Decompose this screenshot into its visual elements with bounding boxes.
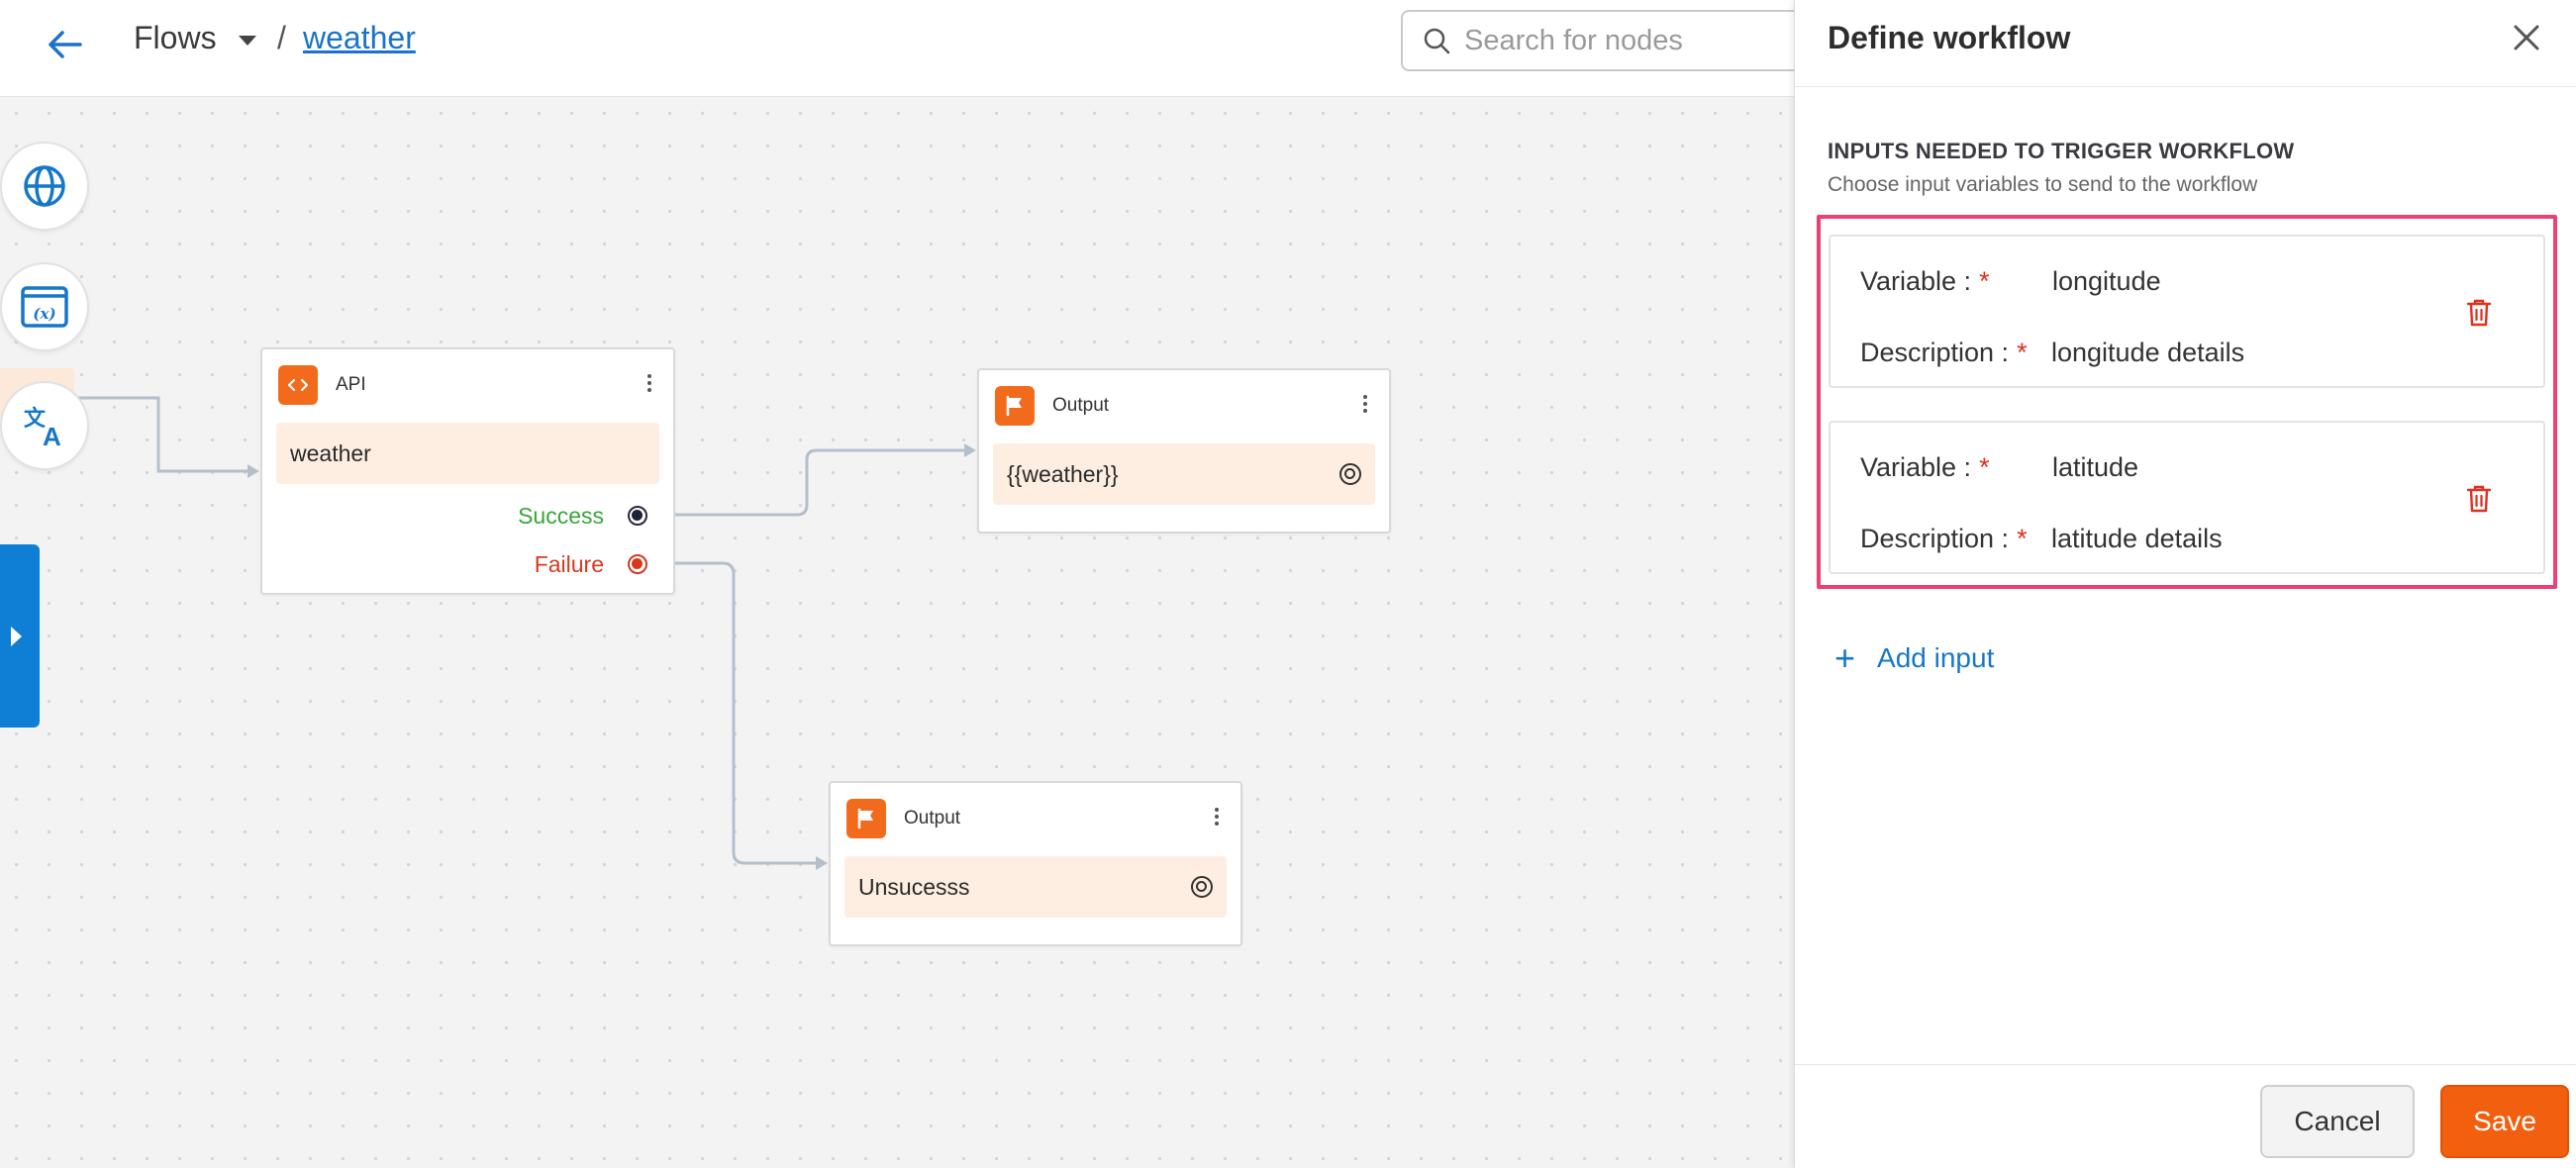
failure-port-handle[interactable] <box>628 554 647 574</box>
flag-icon <box>995 386 1035 426</box>
plus-icon: + <box>1834 637 1856 678</box>
node-body-text: Unsucesss <box>858 873 970 900</box>
flag-icon <box>846 799 886 838</box>
drawer-footer: Cancel Save <box>1795 1064 2576 1168</box>
delete-icon[interactable] <box>2466 484 2492 514</box>
node-header: API <box>278 365 366 405</box>
success-port-label: Success <box>518 503 604 529</box>
variable-tool-button[interactable]: (x) <box>0 262 89 351</box>
more-vert-icon[interactable] <box>1215 805 1219 828</box>
back-button[interactable] <box>40 20 89 69</box>
failure-port-label: Failure <box>534 551 604 577</box>
define-workflow-drawer: Define workflow INPUTS NEEDED TO TRIGGER… <box>1794 0 2576 1168</box>
close-button[interactable] <box>2507 18 2546 57</box>
description-label-text: Description : <box>1860 338 2010 367</box>
more-vert-icon[interactable] <box>647 371 651 395</box>
add-input-label: Add input <box>1877 642 1995 673</box>
arrow-left-icon <box>49 31 82 58</box>
section-title: INPUTS NEEDED TO TRIGGER WORKFLOW <box>1828 139 2295 163</box>
required-mark: * <box>2017 524 2028 553</box>
input-card: Variable :* latitude Description :* lati… <box>1829 421 2545 574</box>
cancel-button[interactable]: Cancel <box>2260 1085 2415 1158</box>
input-card: Variable :* longitude Description :* lon… <box>1829 235 2545 388</box>
top-bar: Flows / weather <box>0 0 1817 97</box>
svg-text:A: A <box>43 422 61 449</box>
globe-tool-button[interactable] <box>0 142 89 231</box>
node-body: weather <box>276 423 659 484</box>
more-vert-icon[interactable] <box>1363 392 1367 416</box>
output-node-success[interactable]: Output {{weather}} <box>977 368 1391 534</box>
search-input[interactable] <box>1464 24 1781 57</box>
node-body: {{weather}} <box>993 443 1375 505</box>
drawer-header: Define workflow <box>1795 0 2576 87</box>
api-node[interactable]: API weather Success Failure <box>260 347 675 595</box>
node-title: Output <box>904 808 961 828</box>
variable-icon: (x) <box>21 286 68 328</box>
save-button[interactable]: Save <box>2440 1085 2569 1158</box>
inputs-highlight <box>1817 215 2557 589</box>
variable-field-label: Variable :* <box>1860 452 1990 483</box>
variable-label-text: Variable : <box>1860 452 1972 482</box>
translate-icon: 文 A <box>24 406 61 449</box>
caret-down-icon <box>238 35 256 46</box>
svg-text:文: 文 <box>24 406 47 432</box>
section-subtitle: Choose input variables to send to the wo… <box>1828 173 2258 196</box>
node-header: Output <box>846 799 960 838</box>
add-input-button[interactable]: + Add input <box>1834 640 1994 676</box>
flow-canvas[interactable] <box>0 97 1794 1168</box>
description-value[interactable]: longitude details <box>2051 338 2245 367</box>
node-title: Output <box>1052 395 1110 416</box>
description-value[interactable]: latitude details <box>2051 524 2223 553</box>
expand-panel-toggle[interactable] <box>0 544 40 728</box>
chevron-right-icon <box>10 626 22 646</box>
required-mark: * <box>1979 452 1990 482</box>
delete-icon[interactable] <box>2466 298 2492 328</box>
node-body: Unsucesss <box>844 856 1227 918</box>
node-header: Output <box>995 386 1109 426</box>
breadcrumb-current-flow[interactable]: weather <box>303 20 416 55</box>
success-port-handle[interactable] <box>628 506 647 526</box>
end-target-icon <box>1191 876 1213 898</box>
node-title: API <box>336 374 366 395</box>
globe-icon <box>24 165 65 207</box>
svg-text:(x): (x) <box>33 305 55 323</box>
breadcrumb-separator: / <box>277 20 286 55</box>
output-node-failure[interactable]: Output Unsucesss <box>829 781 1242 946</box>
node-body-text: {{weather}} <box>1007 460 1119 487</box>
close-icon <box>2514 25 2539 50</box>
search-box[interactable] <box>1401 10 1817 71</box>
description-label-text: Description : <box>1860 524 2010 553</box>
flows-label: Flows <box>134 20 217 55</box>
end-target-icon <box>1339 463 1361 485</box>
variable-value[interactable]: longitude <box>2052 266 2161 296</box>
flows-dropdown[interactable]: Flows <box>134 20 256 56</box>
description-field-label: Description :* <box>1860 524 2028 554</box>
variable-field-label: Variable :* <box>1860 266 1990 297</box>
search-icon <box>1424 28 1450 54</box>
translate-tool-button[interactable]: 文 A <box>0 381 89 470</box>
code-icon <box>278 365 318 405</box>
variable-value[interactable]: latitude <box>2052 452 2139 482</box>
drawer-title: Define workflow <box>1828 20 2071 55</box>
required-mark: * <box>1979 266 1990 296</box>
description-field-label: Description :* <box>1860 338 2028 368</box>
required-mark: * <box>2017 338 2028 367</box>
variable-label-text: Variable : <box>1860 266 1972 296</box>
